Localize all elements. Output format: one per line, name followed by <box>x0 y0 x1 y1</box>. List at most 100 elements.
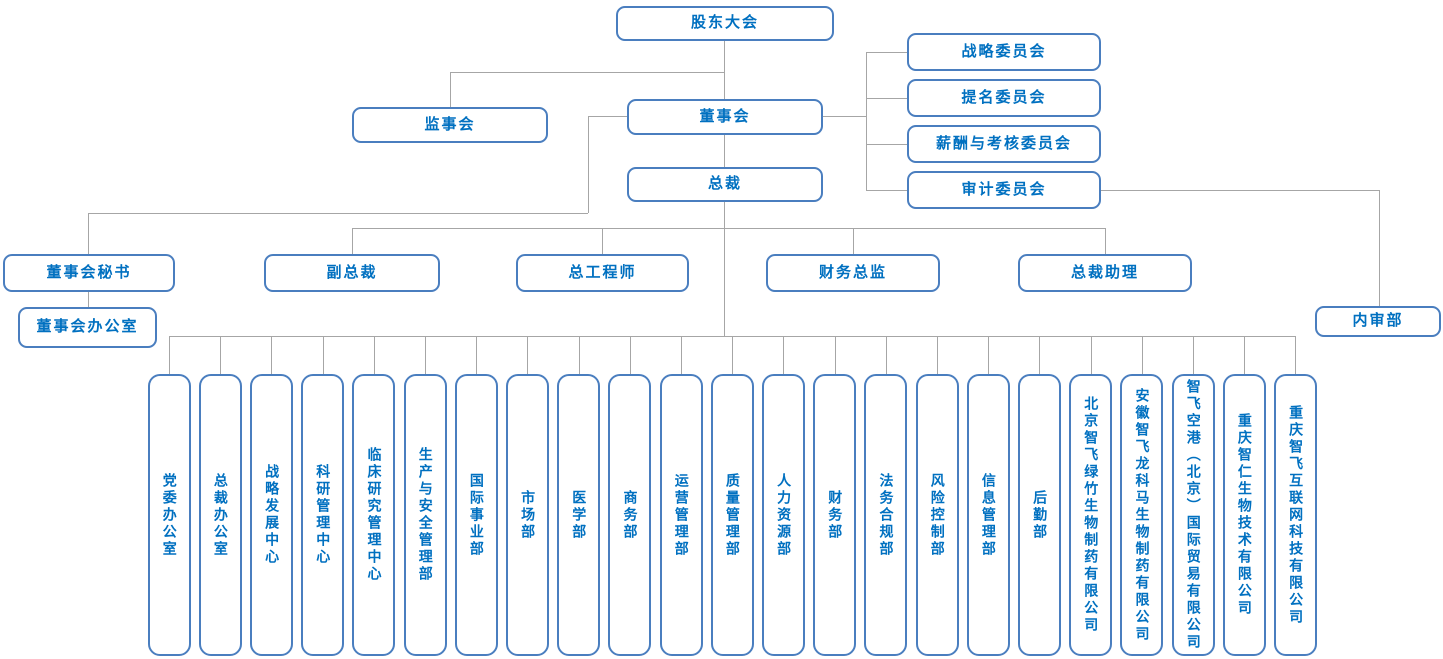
department-box: 重庆智飞互联网科技有限公司 <box>1273 374 1317 656</box>
department-box-label: 商务部 <box>622 489 639 541</box>
connector-line <box>88 292 89 307</box>
department-box: 北京智飞绿竹生物制药有限公司 <box>1069 374 1113 656</box>
connector-line <box>1379 190 1380 306</box>
shareholders-meeting-box: 股东大会 <box>616 6 834 41</box>
connector-line <box>352 228 1105 229</box>
connector-line <box>724 135 725 167</box>
department-box-label: 重庆智飞互联网科技有限公司 <box>1288 404 1305 626</box>
connector-line <box>630 336 631 374</box>
supervisory-board-label: 监事会 <box>424 115 476 133</box>
department-box: 医学部 <box>557 374 601 656</box>
connector-line <box>866 144 907 145</box>
connector-line <box>1193 336 1194 374</box>
connector-line <box>527 336 528 374</box>
connector-line <box>866 98 907 99</box>
connector-line <box>937 336 938 374</box>
department-box: 总裁办公室 <box>198 374 242 656</box>
internal-audit-dept-box: 内审部 <box>1315 306 1441 337</box>
connector-line <box>1142 336 1143 374</box>
connector-line <box>732 336 733 374</box>
department-box: 科研管理中心 <box>301 374 345 656</box>
internal-audit-dept-label: 内审部 <box>1352 312 1404 330</box>
executive-box-label: 总裁助理 <box>1070 263 1139 281</box>
president-box: 总裁 <box>627 167 823 202</box>
connector-line <box>724 41 725 99</box>
board-of-directors-box: 董事会 <box>627 99 823 135</box>
shareholders-meeting-label: 股东大会 <box>690 14 759 32</box>
connector-line <box>450 72 724 73</box>
executive-box: 副总裁 <box>264 254 440 292</box>
connector-line <box>88 213 588 214</box>
department-box: 质量管理部 <box>710 374 754 656</box>
connector-line <box>374 336 375 374</box>
connector-line <box>886 336 887 374</box>
executive-box-label: 总工程师 <box>568 263 637 281</box>
connector-line <box>88 213 89 254</box>
department-box-label: 总裁办公室 <box>212 472 229 558</box>
connector-line <box>1039 336 1040 374</box>
connector-line <box>579 336 580 374</box>
connector-line <box>1101 190 1379 191</box>
connector-line <box>681 336 682 374</box>
connector-line <box>835 336 836 374</box>
department-box-label: 运营管理部 <box>673 472 690 558</box>
connector-line <box>783 336 784 374</box>
department-box-label: 智飞空港（北京）国际贸易有限公司 <box>1185 379 1202 651</box>
department-box: 风险控制部 <box>915 374 959 656</box>
connector-line <box>450 72 451 107</box>
department-box-label: 财务部 <box>827 489 844 541</box>
connector-line <box>602 228 603 254</box>
department-box: 人力资源部 <box>761 374 805 656</box>
connector-line <box>425 336 426 374</box>
connector-line <box>1295 336 1296 374</box>
department-box-label: 法务合规部 <box>878 472 895 558</box>
department-box: 商务部 <box>608 374 652 656</box>
executive-box-label: 董事会秘书 <box>46 263 132 281</box>
connector-line <box>866 190 907 191</box>
executive-box: 总工程师 <box>516 254 689 292</box>
supervisory-board-box: 监事会 <box>352 107 548 143</box>
connector-line <box>866 52 907 53</box>
department-box-label: 战略发展中心 <box>264 464 281 566</box>
department-box: 信息管理部 <box>966 374 1010 656</box>
executive-box: 董事会秘书 <box>3 254 175 292</box>
committee-box-label: 提名委员会 <box>961 88 1047 106</box>
department-box-label: 市场部 <box>520 489 537 541</box>
connector-line <box>866 52 867 191</box>
department-box: 生产与安全管理部 <box>403 374 447 656</box>
department-box: 运营管理部 <box>659 374 703 656</box>
department-box: 战略发展中心 <box>249 374 293 656</box>
department-box-label: 人力资源部 <box>776 472 793 558</box>
department-box-label: 重庆智仁生物技术有限公司 <box>1236 413 1253 617</box>
connector-line <box>588 116 589 213</box>
department-box: 临床研究管理中心 <box>352 374 396 656</box>
connector-line <box>476 336 477 374</box>
department-box: 智飞空港（北京）国际贸易有限公司 <box>1171 374 1215 656</box>
department-box-label: 国际事业部 <box>468 472 485 558</box>
department-box: 财务部 <box>813 374 857 656</box>
department-box: 国际事业部 <box>454 374 498 656</box>
connector-line <box>352 228 353 254</box>
department-box-label: 风险控制部 <box>929 472 946 558</box>
executive-box: 总裁助理 <box>1018 254 1192 292</box>
department-box-label: 临床研究管理中心 <box>366 447 383 583</box>
department-box-label: 后勤部 <box>1032 489 1049 541</box>
executive-box-label: 财务总监 <box>818 263 887 281</box>
committee-box: 提名委员会 <box>907 79 1101 117</box>
board-of-directors-label: 董事会 <box>699 107 751 125</box>
connector-line <box>588 116 627 117</box>
connector-line <box>271 336 272 374</box>
committee-box-label: 审计委员会 <box>961 180 1047 198</box>
connector-line <box>169 336 170 374</box>
connector-line <box>724 202 725 336</box>
executive-box-label: 副总裁 <box>326 263 378 281</box>
connector-line <box>220 336 221 374</box>
committee-box: 审计委员会 <box>907 171 1101 209</box>
committee-box: 战略委员会 <box>907 33 1101 71</box>
department-box-label: 北京智飞绿竹生物制药有限公司 <box>1083 396 1100 634</box>
department-box-label: 医学部 <box>571 489 588 541</box>
executive-box: 财务总监 <box>766 254 940 292</box>
department-box: 后勤部 <box>1017 374 1061 656</box>
connector-line <box>823 116 866 117</box>
